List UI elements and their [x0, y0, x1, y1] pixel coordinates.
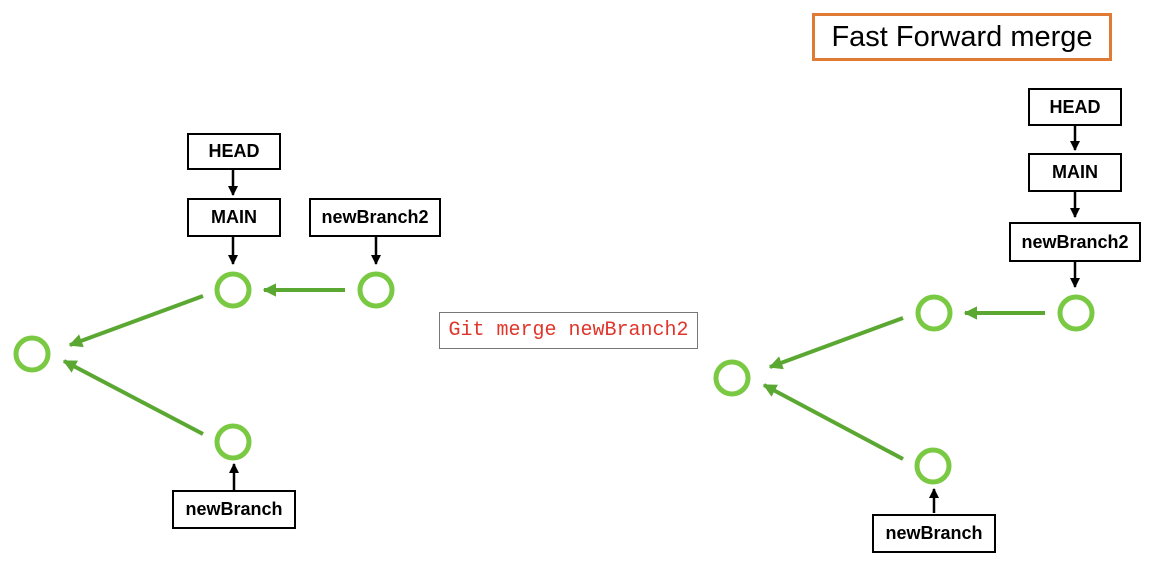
after-commit-main: [915, 294, 953, 332]
before-commit-newbranch: [214, 423, 252, 461]
before-main-label: MAIN: [187, 198, 281, 237]
merge-command-label: Git merge newBranch2: [439, 312, 698, 349]
after-graph: [713, 125, 1095, 513]
after-head-label: HEAD: [1028, 88, 1122, 126]
before-edge-main-to-root: [68, 294, 204, 348]
before-graph: [13, 169, 395, 490]
before-commit-newbranch2: [357, 271, 395, 309]
before-commit-main: [214, 271, 252, 309]
after-commit-root: [713, 359, 751, 397]
before-newbranch2-label: newBranch2: [309, 198, 441, 237]
after-edge-main-to-root: [768, 316, 904, 370]
before-head-label: HEAD: [187, 133, 281, 170]
after-newbranch2-label: newBranch2: [1009, 222, 1141, 262]
after-edge-newbranch-to-root: [762, 383, 904, 461]
before-edge-newbranch-to-root: [62, 359, 204, 436]
after-commit-newbranch2: [1057, 294, 1095, 332]
after-commit-newbranch: [914, 447, 952, 485]
after-newbranch-label: newBranch: [872, 514, 996, 553]
diagram-title: Fast Forward merge: [812, 13, 1112, 61]
after-main-label: MAIN: [1028, 153, 1122, 192]
before-commit-root: [13, 335, 51, 373]
before-newbranch-label: newBranch: [172, 490, 296, 529]
